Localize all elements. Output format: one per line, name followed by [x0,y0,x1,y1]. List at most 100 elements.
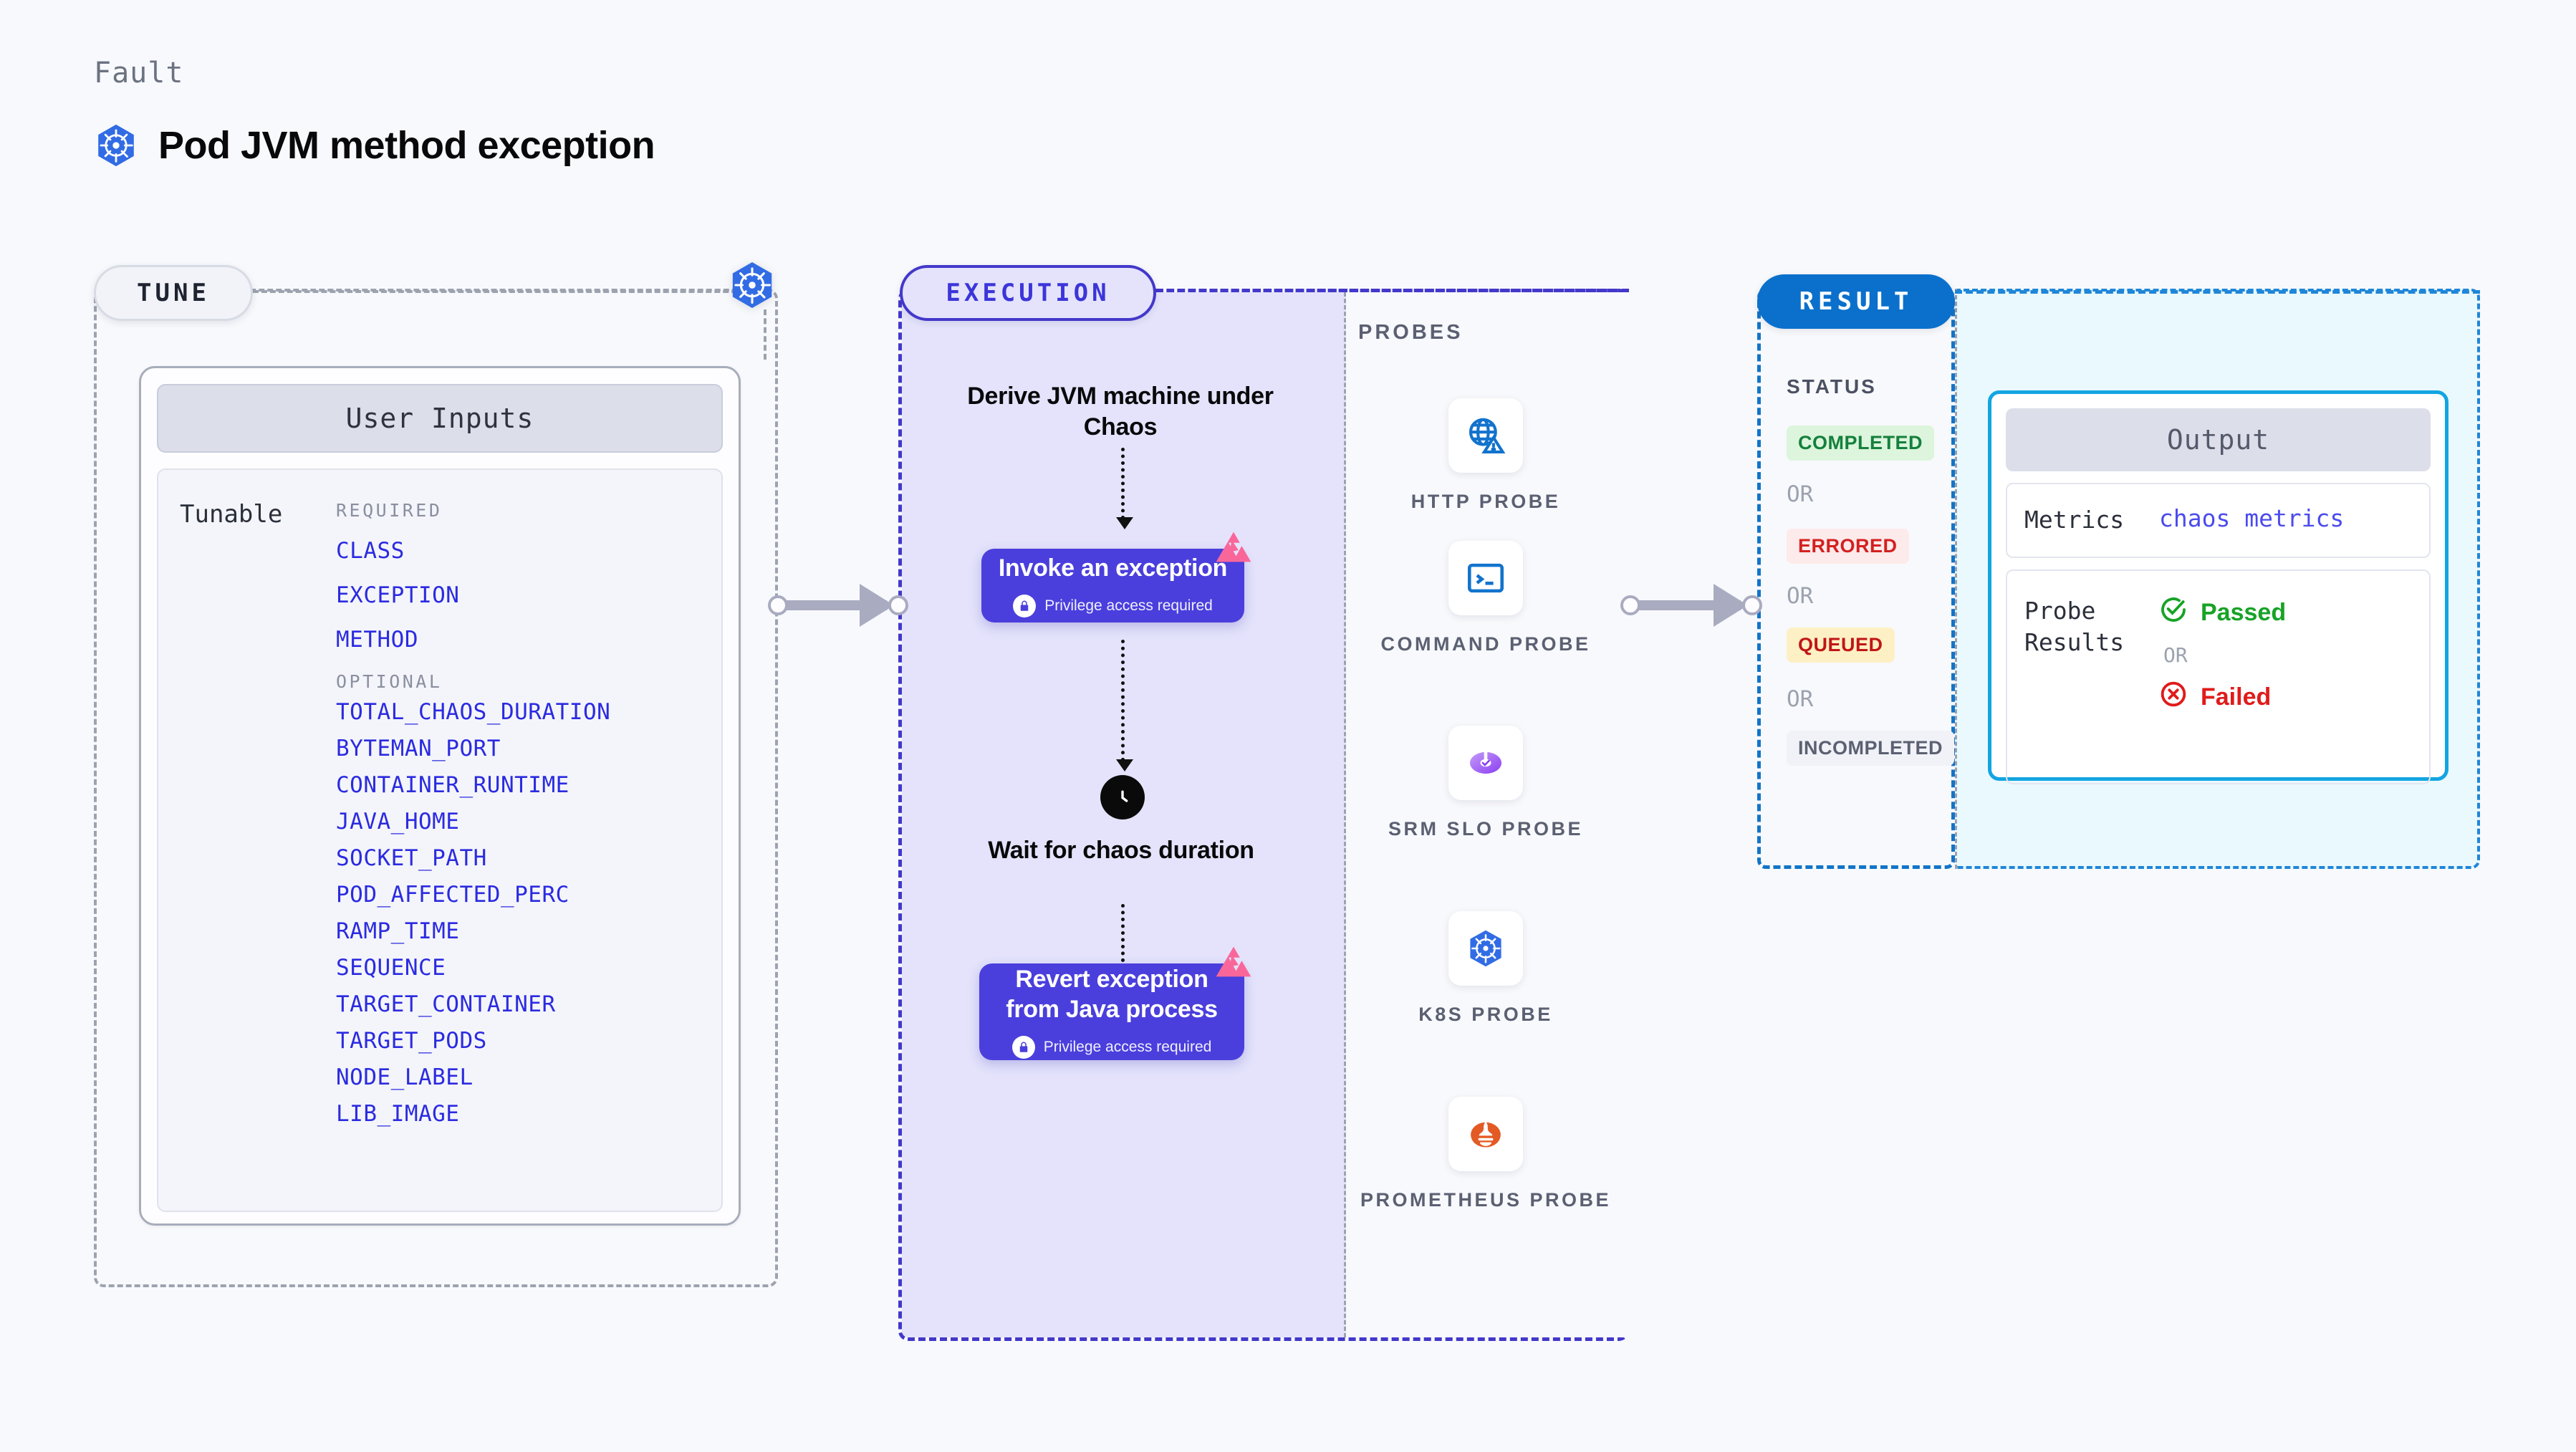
metrics-value[interactable]: chaos metrics [2159,504,2345,532]
params-column: REQUIRED CLASS EXCEPTION METHOD OPTIONAL… [336,500,721,1211]
status-badge-label: QUEUED [1798,634,1883,655]
clock-icon [1100,775,1145,819]
litmus-icon [1213,529,1254,574]
wait-label: Wait for chaos duration [988,837,1254,864]
probe-result-passed: Passed [2159,595,2286,630]
prometheus-icon [1448,1097,1523,1171]
param-item[interactable]: JAVA_HOME [336,809,460,835]
tune-stage-label: TUNE [137,279,210,307]
result-stage-label: RESULT [1799,287,1913,316]
user-inputs-card: User Inputs Tunable REQUIRED CLASS EXCEP… [139,366,741,1226]
or-separator: OR [1787,583,1814,609]
privilege-note: Privilege access required [1013,595,1213,618]
privilege-note-label: Privilege access required [1044,597,1213,615]
execution-step-invoke-exception[interactable]: Invoke an exception Privilege access req… [981,532,1251,622]
status-label: STATUS [1787,375,1877,398]
fault-label: Fault [94,57,184,90]
probe-result-failed: Failed [2159,680,2286,715]
param-item[interactable]: CONTAINER_RUNTIME [336,772,569,798]
tune-stage-pill[interactable]: TUNE [94,265,253,321]
status-badge: INCOMPLETED [1787,731,1955,766]
status-badge: COMPLETED [1787,425,1935,461]
status-badge-label: COMPLETED [1798,432,1923,453]
probe-http[interactable]: HTTP PROBE [1342,398,1629,514]
flow-arrow-1 [1116,448,1133,529]
probe-label: HTTP PROBE [1410,491,1561,512]
optional-group-label: OPTIONAL [336,671,443,692]
param-item[interactable]: TARGET_CONTAINER [336,991,556,1017]
page-title: Pod JVM method exception [158,124,655,167]
step-title: Revert exception from Java process [1006,966,1218,1023]
tune-top-connector [253,290,754,293]
probes-section-label: PROBES [1358,321,1464,344]
param-item[interactable]: SOCKET_PATH [336,845,487,871]
kubernetes-icon [728,261,777,313]
tunable-label: Tunable [180,500,283,529]
flow-arrow-2 [1116,640,1133,771]
result-status-region [1757,289,1955,869]
step-title: Invoke an exception [998,554,1228,582]
tune-to-execution-connector [768,577,911,634]
probe-prometheus[interactable]: PROMETHEUS PROBE [1342,1097,1629,1213]
param-item[interactable]: LIB_IMAGE [336,1101,460,1127]
param-item[interactable]: TOTAL_CHAOS_DURATION [336,699,611,725]
param-item[interactable]: NODE_LABEL [336,1064,474,1090]
probe-label: K8S PROBE [1418,1004,1553,1025]
or-separator: OR [1787,481,1814,507]
probe-k8s[interactable]: K8S PROBE [1342,911,1629,1027]
tune-region: User Inputs Tunable REQUIRED CLASS EXCEP… [94,289,778,1287]
probe-srm-slo[interactable]: SRM SLO PROBE [1342,726,1629,842]
user-inputs-title: User Inputs [157,384,723,453]
param-item[interactable]: METHOD [336,627,418,653]
tunable-body: Tunable REQUIRED CLASS EXCEPTION METHOD … [157,468,723,1212]
or-separator: OR [1787,686,1814,712]
probe-label: SRM SLO PROBE [1388,818,1584,840]
output-title: Output [2006,408,2431,471]
status-badge: ERRORED [1787,529,1909,564]
param-item[interactable]: EXCEPTION [336,582,460,608]
param-item[interactable]: SEQUENCE [336,955,446,981]
globe-warning-icon [1448,398,1523,473]
probe-results-values: Passed OR Failed [2159,595,2286,763]
kubernetes-icon [94,123,138,168]
execution-stage-pill[interactable]: EXECUTION [900,265,1156,321]
status-badge: QUEUED [1787,628,1895,663]
probe-label: PROMETHEUS PROBE [1360,1189,1612,1211]
tune-badge-stem [764,309,766,360]
execution-to-result-connector [1620,577,1771,634]
check-circle-icon [2159,595,2188,630]
kubernetes-icon [1448,911,1523,986]
srm-slo-icon [1448,726,1523,800]
metrics-key: Metrics [2024,506,2125,534]
privilege-note: Privilege access required [1011,1035,1211,1059]
flow-intro-label: Derive JVM machine under Chaos [967,383,1274,441]
or-separator: OR [2163,643,2188,667]
passed-label: Passed [2201,598,2287,626]
execution-top-connector [1156,289,1629,292]
execution-stage-label: EXECUTION [946,279,1110,307]
param-item[interactable]: RAMP_TIME [336,918,460,944]
lock-icon [1013,595,1037,618]
result-region-divider [1955,289,1957,869]
result-top-connector [1955,290,2480,294]
param-item[interactable]: BYTEMAN_PORT [336,736,501,761]
output-metrics-row: Metrics chaos metrics [2006,483,2431,558]
param-item[interactable]: CLASS [336,538,405,564]
param-item[interactable]: TARGET_PODS [336,1028,487,1054]
lock-icon [1011,1035,1035,1059]
status-badge-label: INCOMPLETED [1798,737,1943,759]
result-stage-pill[interactable]: RESULT [1757,274,1955,329]
param-item[interactable]: POD_AFFECTED_PERC [336,882,569,908]
probe-command[interactable]: COMMAND PROBE [1342,541,1629,657]
litmus-icon [1213,943,1254,989]
execution-step-revert-exception[interactable]: Revert exception from Java process Privi… [979,946,1251,1060]
failed-label: Failed [2201,683,2272,711]
x-circle-icon [2159,680,2188,715]
terminal-icon [1448,541,1523,615]
required-group-label: REQUIRED [336,500,443,521]
probe-label: COMMAND PROBE [1380,633,1591,655]
page-title-row: Pod JVM method exception [94,123,655,168]
